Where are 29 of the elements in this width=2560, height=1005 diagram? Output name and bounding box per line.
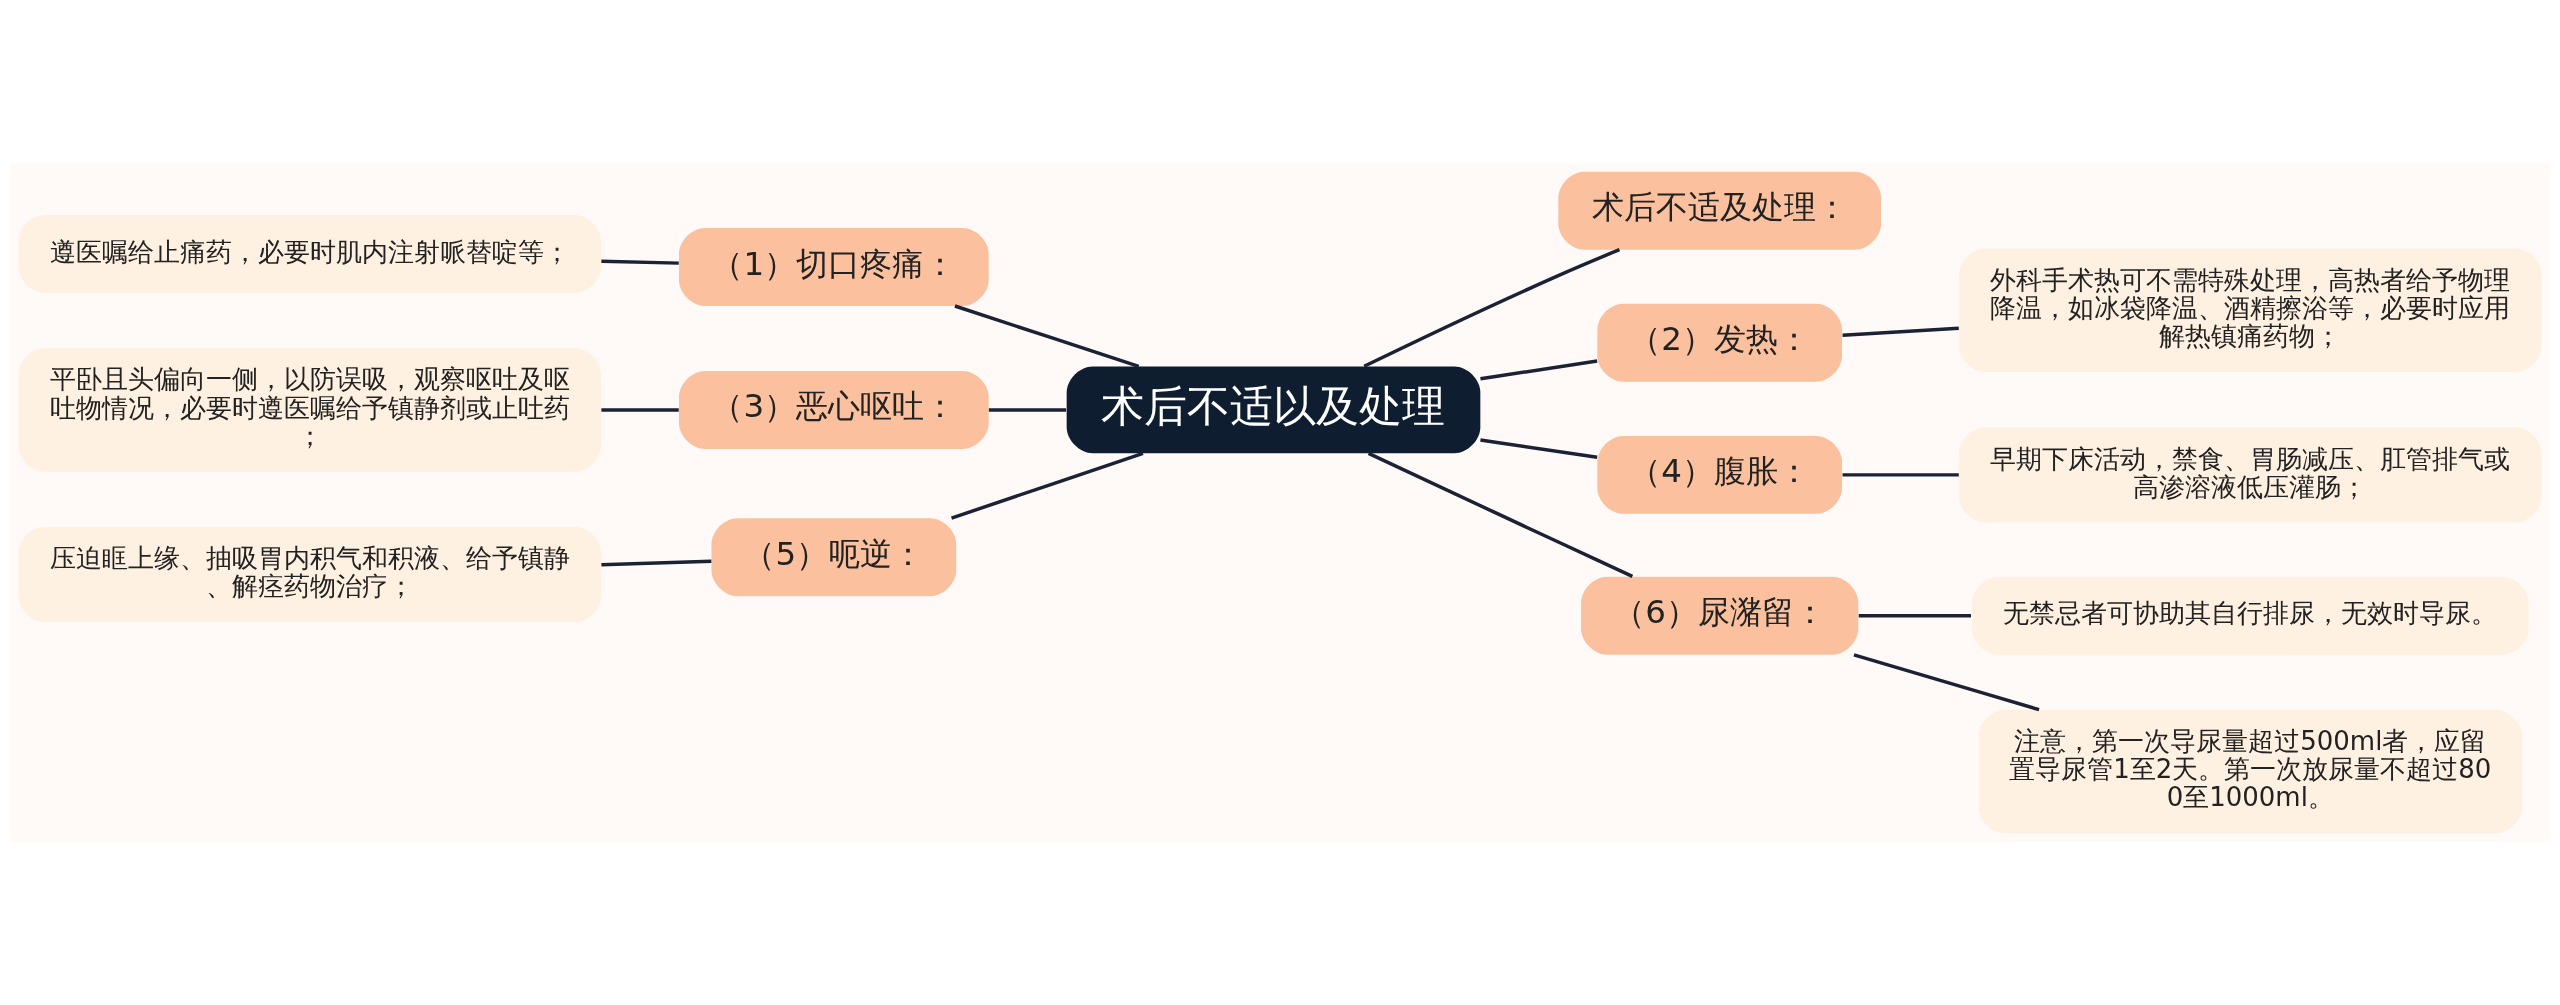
node-box: （5）呃逆： xyxy=(711,518,957,597)
connector xyxy=(950,451,1144,520)
node-box: （3）恶心呕吐： xyxy=(678,370,989,449)
connector xyxy=(601,259,679,265)
node-box: 无禁忌者可协助其自行排尿，无效时导尿。 xyxy=(1972,576,2529,655)
connector xyxy=(1480,438,1598,459)
connector xyxy=(988,408,1067,412)
node-box: 压迫眶上缘、抽吸胃内积气和积液、给予镇静、解痉药物治疗； xyxy=(18,526,601,623)
node-box: 外科手术热可不需特殊处理，高热者给予物理降温，如冰袋降温、酒精擦浴等，必要时应用解热镇痛药物； xyxy=(1959,248,2542,372)
node-box: （1）切口疼痛： xyxy=(678,228,989,306)
connector xyxy=(1853,653,2040,712)
connector xyxy=(601,559,712,567)
node-box: 术后不适以及处理 xyxy=(1066,366,1481,454)
node-box: 注意，第一次导尿量超过500ml者，应留置导尿管1至2天。第一次放尿量不超过800至1000ml。 xyxy=(1978,709,2523,834)
node-box: 早期下床活动，禁食、胃肠减压、肛管排气或高渗溶液低压灌肠； xyxy=(1959,427,2542,523)
connector xyxy=(601,408,679,412)
node-box: （2）发热： xyxy=(1597,303,1843,382)
connector xyxy=(954,304,1140,369)
connector xyxy=(1842,473,1959,477)
connector xyxy=(1363,248,1621,368)
connector xyxy=(1480,359,1598,381)
node-box: 遵医嘱给止痛药，必要时肌内注射哌替啶等； xyxy=(18,215,601,293)
connector xyxy=(1367,451,1634,578)
node-box: （4）腹胀： xyxy=(1597,435,1843,514)
connector xyxy=(1842,326,1959,338)
node-box: （6）尿潴留： xyxy=(1581,576,1859,655)
connector xyxy=(1858,613,1971,618)
node-box: 平卧且头偏向一侧，以防误吸，观察呕吐及呕吐物情况，必要时遵医嘱给予镇静剂或止吐药； xyxy=(18,348,601,472)
node-box: 术后不适及处理： xyxy=(1558,171,1882,250)
